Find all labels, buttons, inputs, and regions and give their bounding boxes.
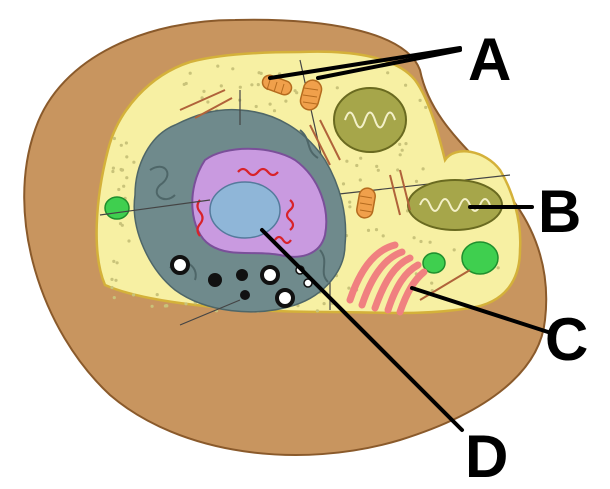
ribosome-dot xyxy=(359,178,362,181)
ribosome-dot xyxy=(125,141,128,144)
ribosome-dot xyxy=(113,137,116,140)
label-a: A xyxy=(468,26,511,93)
ribosome-dot xyxy=(347,287,350,290)
ribosome-dot xyxy=(165,304,168,307)
ribosome-dot xyxy=(401,149,404,152)
ribosome-dot xyxy=(255,105,258,108)
ribosome-dot xyxy=(239,86,242,89)
ribosome-dot xyxy=(116,261,119,264)
ribosome-dot xyxy=(110,286,113,289)
ribosome-dot xyxy=(216,65,219,68)
ribosome-dot xyxy=(260,72,263,75)
ribosome-dot xyxy=(156,293,159,296)
ribosome-dot xyxy=(419,99,422,102)
ribosome-dot xyxy=(119,222,122,225)
ribosome-dot xyxy=(419,240,422,243)
ribosome-dot xyxy=(359,157,362,160)
ribosome-dot xyxy=(399,153,402,156)
ribosome-dot xyxy=(120,169,123,172)
ribosome-dot xyxy=(125,155,128,158)
ribosome-dot xyxy=(424,106,427,109)
ribosome-dot xyxy=(220,84,223,87)
ribosome-dot xyxy=(122,185,125,188)
vesicle xyxy=(172,257,188,273)
ribosome-dot xyxy=(111,170,114,173)
ribosome-dot xyxy=(132,161,135,164)
ribosome-dot xyxy=(113,296,116,299)
ribosome-dot xyxy=(120,144,123,147)
vesicle xyxy=(240,290,250,300)
ribosome-dot xyxy=(396,168,399,171)
ribosome-dot xyxy=(345,160,348,163)
ribosome-dot xyxy=(112,167,115,170)
ribosome-dot xyxy=(429,241,432,244)
ribosome-dot xyxy=(114,279,117,282)
ribosome-dot xyxy=(404,84,407,87)
ribosome-dot xyxy=(348,205,351,208)
chloroplast xyxy=(105,197,129,219)
ribosome-dot xyxy=(184,302,187,305)
ribosome-dot xyxy=(125,176,128,179)
ribosome-dot xyxy=(398,143,401,146)
ribosome-dot xyxy=(250,83,253,86)
vesicle xyxy=(236,269,248,281)
ribosome-dot xyxy=(430,282,433,285)
vesicle xyxy=(262,267,278,283)
label-c: C xyxy=(545,306,588,373)
ribosome-dot xyxy=(110,278,113,281)
mitochondrion xyxy=(334,88,406,152)
ribosome-dot xyxy=(206,100,209,103)
ribosome-dot xyxy=(189,72,192,75)
ribosome-dot xyxy=(127,239,130,242)
label-d: D xyxy=(465,423,508,489)
ribosome-dot xyxy=(183,83,186,86)
ribosome-dot xyxy=(316,309,319,312)
ribosome-dot xyxy=(151,305,154,308)
ribosome-dot xyxy=(323,302,326,305)
ribosome-dot xyxy=(375,165,378,168)
ribosome-dot xyxy=(231,67,234,70)
ribosome-dot xyxy=(413,236,416,239)
ribosome-dot xyxy=(355,164,358,167)
ribosome-dot xyxy=(453,248,456,251)
ribosome-dot xyxy=(202,90,205,93)
ribosome-dot xyxy=(367,229,370,232)
ribosome-dot xyxy=(294,89,297,92)
label-b: B xyxy=(538,178,581,245)
ribosome-dot xyxy=(415,180,418,183)
ribosome-dot xyxy=(377,169,380,172)
vesicle xyxy=(208,273,222,287)
nucleolus xyxy=(210,182,280,238)
ribosome-dot xyxy=(284,100,287,103)
ribosome-dot xyxy=(386,71,389,74)
ribosome-dot xyxy=(404,142,407,145)
ribosome-dot xyxy=(273,109,276,112)
ribosome-dot xyxy=(112,260,115,263)
ribosome-dot xyxy=(342,182,345,185)
ribosome-dot xyxy=(132,293,135,296)
ribosome-dot xyxy=(117,188,120,191)
ribosome-dot xyxy=(375,228,378,231)
vesicle xyxy=(277,290,293,306)
ribosome-dot xyxy=(269,103,272,106)
ribosome-dot xyxy=(497,266,500,269)
ribosome-dot xyxy=(257,83,260,86)
chloroplast xyxy=(462,242,498,274)
ribosome-dot xyxy=(348,201,351,204)
ribosome-dot xyxy=(336,86,339,89)
ribosome-dot xyxy=(382,234,385,237)
ribosome-dot xyxy=(422,167,425,170)
